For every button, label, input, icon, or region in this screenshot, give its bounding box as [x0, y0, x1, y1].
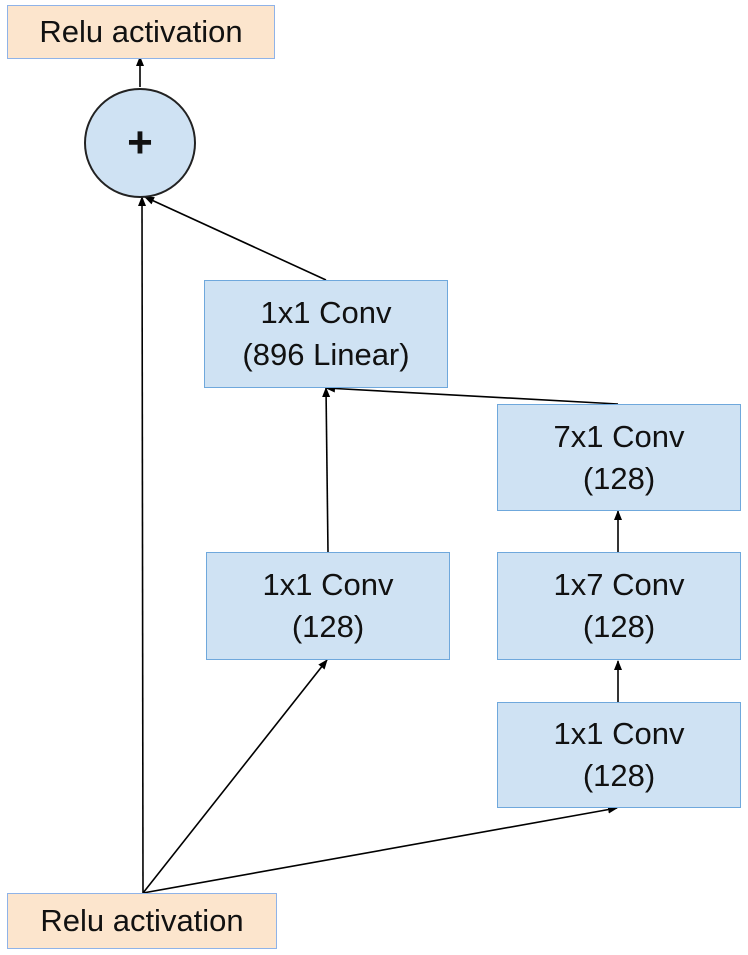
conv-7x1-line2: (128)	[582, 460, 656, 496]
conv-1x7-line1: 1x7 Conv	[553, 567, 685, 602]
edge-conv7x1-to-linear	[325, 384, 619, 405]
conv-7x1-line1: 7x1 Conv	[553, 418, 685, 454]
conv-1x1-branch1-node: 1x1 Conv (128)	[206, 552, 450, 660]
conv-branch2-line2: (128)	[582, 758, 656, 793]
output-relu-node: Relu activation	[7, 5, 275, 59]
conv-branch1-line2: (128)	[291, 609, 365, 644]
edge-input-to-sum	[138, 196, 147, 894]
edge-input-to-conv1x1-branch2	[142, 805, 618, 894]
input-relu-label: Relu activation	[40, 903, 244, 938]
conv-1x1-linear-node: 1x1 Conv (896 Linear)	[204, 280, 448, 388]
conv-linear-line2: (896 Linear)	[242, 337, 410, 372]
output-relu-label: Relu activation	[39, 14, 243, 49]
conv-1x7-node: 1x7 Conv (128)	[497, 552, 741, 660]
conv-7x1-node: 7x1 Conv (128)	[497, 404, 741, 511]
conv-branch1-line1: 1x1 Conv	[262, 567, 394, 602]
conv-1x7-line2: (128)	[582, 609, 656, 644]
edge-input-to-conv1x1-branch1	[142, 659, 328, 894]
conv-branch2-line1: 1x1 Conv	[553, 716, 685, 751]
conv-linear-line1: 1x1 Conv	[260, 295, 392, 330]
plus-icon: +	[127, 118, 153, 167]
edge-conv1x1-branch1-to-linear	[322, 387, 331, 553]
conv-1x1-branch2-node: 1x1 Conv (128)	[497, 702, 741, 808]
edge-linear-to-sum	[144, 196, 327, 281]
input-relu-node: Relu activation	[7, 893, 277, 949]
sum-node: +	[84, 88, 196, 198]
